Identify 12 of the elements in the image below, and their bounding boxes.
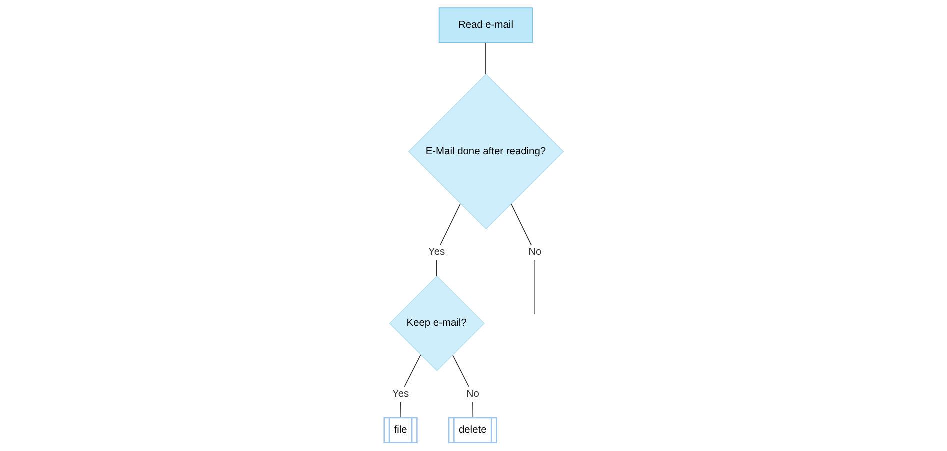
edge-label: Yes (392, 388, 409, 400)
node-diamond: Keep e-mail? (388, 276, 484, 372)
connector (485, 42, 486, 75)
connector (436, 203, 461, 277)
connector (400, 354, 421, 419)
edge-label: No (466, 388, 479, 400)
connector (452, 354, 474, 419)
node-diamond: E-Mail done after reading? (408, 74, 564, 230)
edge-label: Yes (428, 246, 445, 258)
edge-label: No (528, 246, 542, 258)
connector (510, 203, 535, 314)
node-box: Read e-mail (438, 8, 533, 44)
